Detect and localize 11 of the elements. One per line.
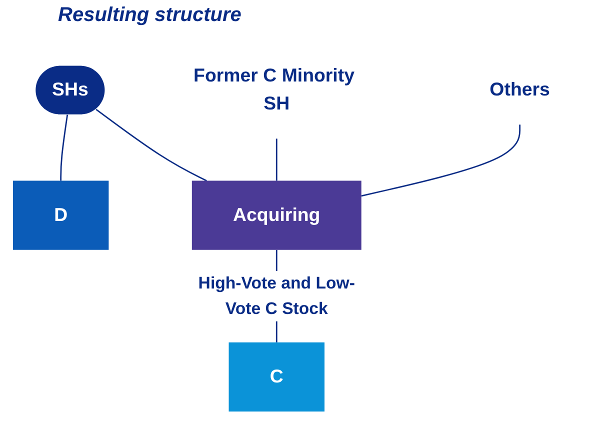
edge-label: High-Vote and Low-Vote C Stock: [198, 274, 355, 318]
node-text: Former C Minority SH: [194, 66, 355, 114]
connector: [361, 124, 520, 197]
connector: [60, 114, 68, 181]
connector: [96, 108, 207, 182]
node-box: C: [228, 342, 324, 412]
node-box: Acquiring: [192, 180, 362, 250]
connector: [276, 138, 278, 181]
diagram-title: Resulting structure: [58, 4, 242, 27]
node-box: D: [12, 180, 109, 250]
node-text: Others: [490, 80, 550, 100]
